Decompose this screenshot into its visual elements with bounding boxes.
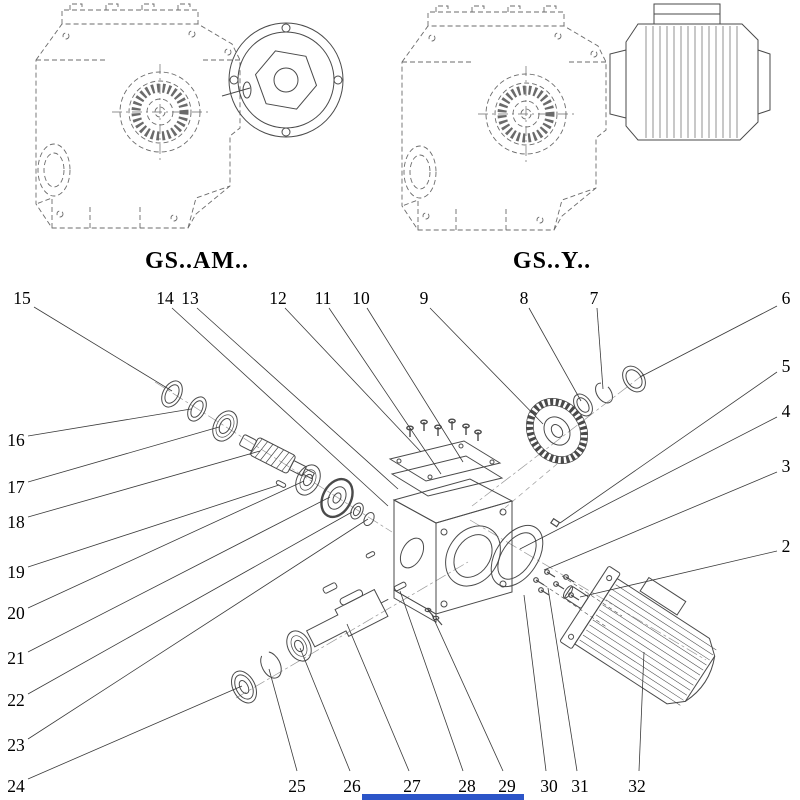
callout-leader-line — [27, 685, 243, 780]
callout-leader-line — [429, 307, 544, 425]
output-seal — [231, 670, 257, 704]
callout-leader-line — [268, 668, 298, 772]
callout-leader-line — [543, 471, 778, 571]
input-ring — [187, 396, 207, 422]
callout-number: 24 — [7, 776, 25, 796]
key — [393, 581, 407, 592]
circlip — [595, 382, 613, 404]
callout-number: 4 — [782, 401, 791, 421]
housing-part — [392, 478, 514, 623]
callout-number: 3 — [782, 456, 791, 476]
callout-number: 30 — [540, 776, 558, 796]
callout-leader-line — [27, 480, 305, 609]
callout-number: 7 — [590, 288, 599, 308]
gear-washer — [573, 393, 593, 417]
callout-number: 20 — [7, 603, 25, 623]
callout-number: 21 — [7, 648, 25, 668]
motor-part — [560, 566, 717, 706]
footer-accent-bar — [362, 794, 524, 800]
callout-leader-line — [299, 647, 351, 772]
callout-leader-line — [431, 614, 504, 772]
callout-leader-line — [27, 511, 353, 695]
callout-leader-line — [639, 305, 778, 378]
callout-leader-line — [328, 307, 442, 475]
callout-leader-line — [27, 408, 192, 437]
callout-leader-line — [346, 623, 410, 772]
callout-number: 26 — [343, 776, 361, 796]
end-ring — [622, 365, 646, 393]
callout-leader-line — [528, 307, 582, 402]
callout-number: 5 — [782, 356, 791, 376]
callout-number: 8 — [520, 288, 529, 308]
callout-leader-line — [366, 307, 464, 463]
callout-number: 10 — [352, 288, 370, 308]
callout-leader-line — [171, 307, 389, 507]
input-gear-disc — [320, 477, 354, 519]
output-bearing — [286, 630, 312, 662]
variant-label-gs-am: GS..AM.. — [145, 248, 249, 274]
callout-leader-line — [399, 590, 464, 772]
output-flange — [221, 22, 344, 138]
callout-leader-line — [523, 594, 547, 772]
callout-number: 6 — [782, 288, 791, 308]
callout-leader-line — [27, 426, 220, 483]
callout-leader-line — [27, 484, 280, 568]
input-bearing-2 — [295, 464, 321, 496]
callout-number: 22 — [7, 690, 25, 710]
callout-leader-line — [196, 307, 399, 490]
callout-leader-line — [638, 651, 645, 772]
callout-number: 32 — [628, 776, 646, 796]
plug — [322, 551, 376, 594]
callout-leader-line — [519, 416, 778, 550]
output-shaft — [305, 588, 389, 648]
callout-number: 18 — [7, 512, 25, 532]
cover-gasket — [390, 455, 504, 497]
input-bearing — [212, 410, 238, 442]
callout-number: 28 — [458, 776, 476, 796]
callout-number: 12 — [269, 288, 287, 308]
input-washer — [350, 502, 364, 520]
callout-number: 31 — [571, 776, 589, 796]
gs-am-drawing — [36, 4, 344, 228]
callout-number: 23 — [7, 735, 25, 755]
callout-leader-line — [596, 307, 604, 390]
callout-leader-line — [27, 450, 261, 518]
callout-number: 19 — [7, 562, 25, 582]
callout-number: 9 — [420, 288, 429, 308]
callout-leader-line — [27, 518, 369, 740]
input-pin — [275, 480, 287, 488]
gear-wheel — [525, 398, 589, 464]
callout-leader-line — [27, 496, 331, 653]
callout-number: 2 — [782, 536, 791, 556]
callout-number: 15 — [13, 288, 31, 308]
input-nut — [363, 511, 375, 527]
callout-number: 27 — [403, 776, 421, 796]
callout-leader-line — [579, 550, 778, 598]
flange-ring — [490, 524, 544, 588]
output-circlip — [260, 651, 282, 679]
callout-leader-line — [33, 306, 173, 392]
cover-bolts — [406, 418, 482, 441]
callout-number: 14 — [156, 288, 174, 308]
callout-number: 11 — [315, 288, 332, 308]
callout-leader-line — [284, 307, 422, 453]
variant-label-gs-y: GS..Y.. — [513, 248, 591, 274]
input-seal-ring — [161, 380, 183, 408]
callout-number: 25 — [288, 776, 306, 796]
fastener-cluster — [533, 517, 623, 629]
cover-plate — [388, 440, 502, 482]
callout-number: 13 — [181, 288, 199, 308]
gs-y-drawing — [402, 3, 771, 230]
motor — [609, 3, 771, 141]
exploded-view — [154, 365, 717, 706]
worm-shaft — [239, 434, 316, 480]
callout-leader-line — [547, 587, 578, 772]
callout-number: 17 — [7, 477, 25, 497]
callout-number: 16 — [7, 430, 25, 450]
callout-leader-line — [559, 371, 778, 524]
callout-number: 29 — [498, 776, 516, 796]
